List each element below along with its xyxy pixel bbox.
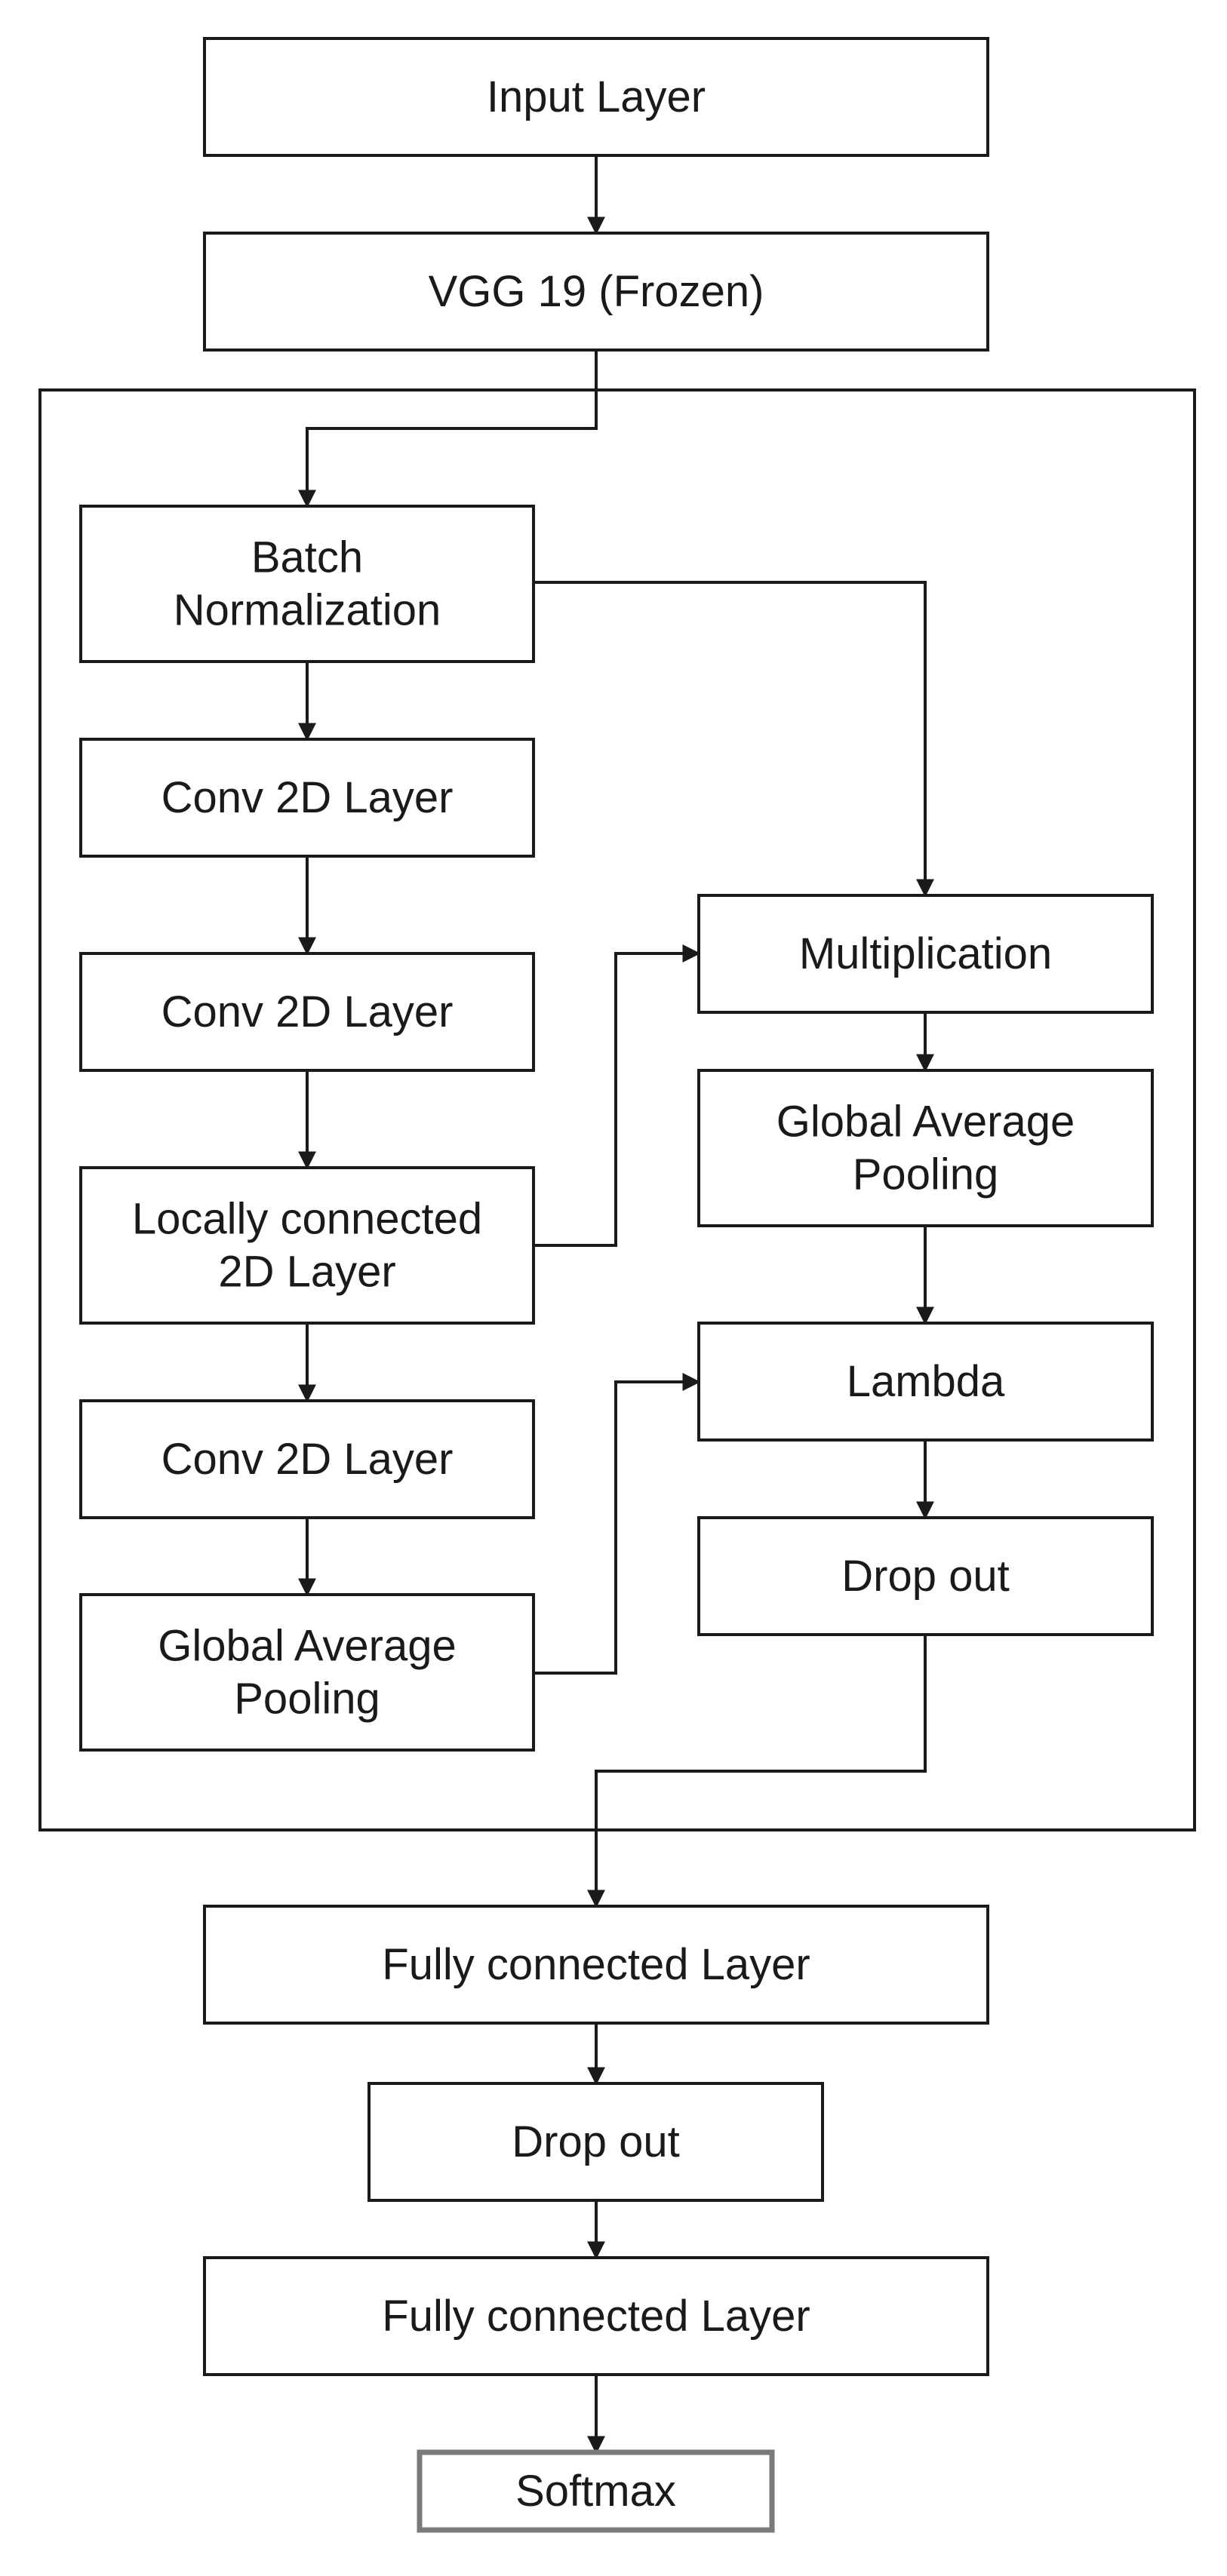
- node-mult-box: [697, 894, 1154, 1014]
- node-drop-inner-box: [697, 1516, 1154, 1636]
- arrow-drop-inner-to-fc1: [587, 1635, 927, 1908]
- edges: [298, 155, 934, 2455]
- node-gap-left-label: Pooling: [234, 1675, 380, 1724]
- node-mult-label: Multiplication: [799, 929, 1052, 978]
- node-fc2-label: Fully connected Layer: [382, 2292, 810, 2341]
- node-local-label: Locally connected: [132, 1195, 482, 1244]
- node-input-label: Input Layer: [487, 72, 706, 121]
- node-conv1: Conv 2D Layer: [79, 738, 535, 858]
- node-local-box: [79, 1166, 535, 1325]
- node-input-box: [203, 37, 989, 157]
- node-conv3: Conv 2D Layer: [79, 1399, 535, 1519]
- node-batch-norm-box: [79, 505, 535, 663]
- node-drop-outer-label: Drop out: [512, 2117, 679, 2166]
- node-conv1-label: Conv 2D Layer: [161, 773, 454, 822]
- node-batch-norm-label: Batch: [251, 533, 363, 582]
- attention-block-container: [38, 388, 1196, 1831]
- node-vgg-label: VGG 19 (Frozen): [429, 267, 764, 316]
- node-drop-inner-label: Drop out: [841, 1552, 1009, 1601]
- node-lambda-box: [697, 1322, 1154, 1442]
- node-conv2: Conv 2D Layer: [79, 952, 535, 1072]
- arrow-batch-norm-to-mult: [534, 581, 934, 898]
- arrow-gap-left-to-lambda: [534, 1373, 701, 1675]
- node-local-label: 2D Layer: [218, 1248, 395, 1297]
- node-softmax: Softmax: [417, 2449, 775, 2533]
- node-lambda-label: Lambda: [847, 1357, 1005, 1406]
- node-softmax-label: Softmax: [515, 2467, 676, 2516]
- node-softmax-box: [417, 2449, 775, 2533]
- node-gap-left-box: [79, 1593, 535, 1752]
- arrow-local-to-mult: [534, 944, 701, 1247]
- node-fc1-box: [203, 1905, 989, 2025]
- node-conv2-box: [79, 952, 535, 1072]
- node-drop-outer: Drop out: [367, 2082, 824, 2202]
- node-batch-norm-label: Normalization: [174, 586, 441, 635]
- node-gap-right-label: Pooling: [853, 1150, 998, 1199]
- node-vgg: VGG 19 (Frozen): [203, 232, 989, 352]
- node-lambda: Lambda: [697, 1322, 1154, 1442]
- node-input: Input Layer: [203, 37, 989, 157]
- node-drop-outer-box: [367, 2082, 824, 2202]
- arrow-vgg-to-batch-norm: [298, 350, 598, 508]
- node-drop-inner: Drop out: [697, 1516, 1154, 1636]
- node-conv3-box: [79, 1399, 535, 1519]
- node-gap-right-box: [697, 1069, 1154, 1227]
- node-conv2-label: Conv 2D Layer: [161, 987, 454, 1036]
- node-fc2-box: [203, 2256, 989, 2376]
- node-mult: Multiplication: [697, 894, 1154, 1014]
- node-fc1: Fully connected Layer: [203, 1905, 989, 2025]
- node-fc2: Fully connected Layer: [203, 2256, 989, 2376]
- node-fc1-label: Fully connected Layer: [382, 1940, 810, 1989]
- node-gap-left-label: Global Average: [158, 1622, 457, 1671]
- node-conv1-box: [79, 738, 535, 858]
- node-vgg-box: [203, 232, 989, 352]
- node-gap-right-label: Global Average: [776, 1098, 1075, 1147]
- node-conv3-label: Conv 2D Layer: [161, 1435, 454, 1484]
